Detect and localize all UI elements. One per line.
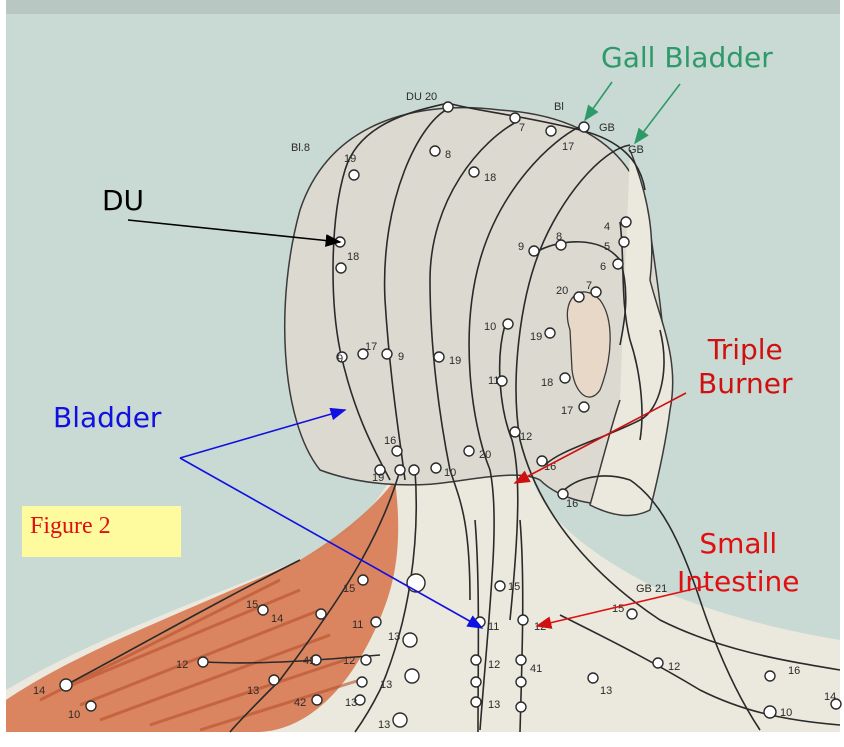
point-label: 17	[562, 141, 574, 153]
point-label: 20	[556, 285, 568, 297]
point-label: 9	[398, 351, 404, 363]
point-label: 11	[488, 375, 499, 387]
point-label: 16	[566, 498, 578, 510]
point-label: 15	[246, 599, 258, 611]
triple-burner-line-1: Triple	[698, 333, 792, 367]
point-label: 12	[176, 659, 188, 671]
point-label: 13	[345, 697, 357, 709]
point-label: 18	[541, 377, 553, 389]
point-label: 10	[68, 709, 80, 721]
point-label: 41	[530, 663, 542, 675]
figure-caption: Figure 2	[30, 514, 111, 538]
point-label: 12	[488, 659, 500, 671]
point-label: 10	[780, 707, 792, 719]
small-intestine-label: Small Intestine	[677, 525, 800, 601]
point-label: Bl	[554, 101, 564, 113]
point-label: 4	[604, 221, 610, 233]
small-intestine-line-2: Intestine	[677, 563, 800, 601]
point-label: 17	[365, 341, 377, 353]
gall-bladder-label: Gall Bladder	[601, 44, 773, 72]
point-label: 13	[247, 685, 259, 697]
point-label: 15	[343, 583, 355, 595]
point-label: 11	[352, 619, 363, 631]
point-label: 18	[484, 172, 496, 184]
point-label: 42	[294, 697, 306, 709]
point-label: 6	[600, 261, 606, 273]
point-label: 11	[488, 621, 499, 633]
point-label: 13	[600, 685, 612, 697]
triple-burner-line-2: Burner	[698, 367, 792, 401]
point-label: 19	[372, 472, 384, 484]
triple-burner-label: Triple Burner	[698, 333, 792, 401]
point-label: GB 21	[636, 583, 667, 595]
point-label: 13	[488, 699, 500, 711]
point-label: 15	[612, 603, 624, 615]
point-label: 19	[530, 331, 542, 343]
point-label: Bl.8	[291, 142, 310, 154]
bladder-label: Bladder	[53, 404, 161, 432]
point-label: 14	[271, 613, 283, 625]
point-label: 12	[534, 621, 546, 633]
point-label: 20	[479, 449, 491, 461]
point-label: 19	[344, 153, 356, 165]
point-label: 14	[824, 691, 836, 703]
point-label: 8	[556, 231, 562, 243]
point-label: 10	[444, 467, 456, 479]
point-label: 13	[388, 631, 400, 643]
point-label: 15	[508, 581, 520, 593]
point-label: 9	[518, 241, 524, 253]
point-label: 16	[384, 435, 396, 447]
du-label: DU	[102, 187, 144, 215]
point-label: 14	[33, 685, 45, 697]
point-label: 16	[788, 665, 800, 677]
point-label: 8	[445, 149, 451, 161]
point-label: 9	[337, 353, 343, 365]
point-label: 7	[519, 122, 525, 134]
point-label: 13	[378, 719, 390, 731]
ear	[567, 292, 610, 397]
point-label: 12	[520, 431, 532, 443]
point-label: 12	[668, 661, 680, 673]
top-strip	[6, 0, 840, 14]
point-label: GB	[599, 122, 615, 134]
point-label: 13	[380, 679, 392, 691]
point-label: 12	[343, 655, 355, 667]
point-label: 41	[303, 655, 315, 667]
point-label: 17	[561, 405, 573, 417]
point-label: 5	[604, 241, 610, 253]
small-intestine-line-1: Small	[677, 525, 800, 563]
point-label: 7	[586, 280, 592, 292]
point-label: 10	[484, 321, 496, 333]
point-label: 19	[449, 355, 461, 367]
point-label: GB	[628, 144, 644, 156]
point-label: DU 20	[406, 91, 437, 103]
point-label: 18	[347, 251, 359, 263]
